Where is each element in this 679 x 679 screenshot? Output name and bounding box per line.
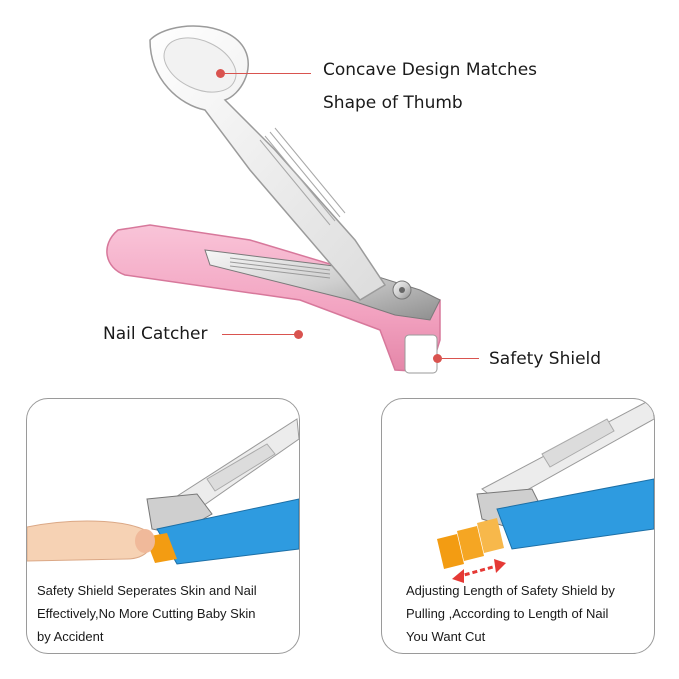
right-panel-line1: Adjusting Length of Safety Shield by: [406, 583, 615, 598]
concave-callout-line1: Concave Design Matches: [323, 60, 538, 80]
concave-callout-line: [225, 73, 311, 74]
white-lever: [149, 25, 387, 301]
left-feature-panel: Safety Shield Seperates Skin and Nail Ef…: [26, 398, 300, 654]
left-panel-line3: by Accident: [37, 629, 104, 644]
safety-shield-callout-dot: [433, 354, 442, 363]
nail-catcher-callout-line: [222, 334, 295, 335]
concave-callout-line2: Shape of Thumb: [323, 93, 463, 113]
right-panel-description: Adjusting Length of Safety Shield by Pul…: [406, 579, 615, 648]
adjust-shield-illustration: [437, 399, 654, 583]
safety-shield-label: Safety Shield: [489, 349, 602, 369]
right-panel-line2: Pulling ,According to Length of Nail: [406, 606, 609, 621]
safety-shield-callout-line: [442, 358, 479, 359]
right-feature-panel: Adjusting Length of Safety Shield by Pul…: [381, 398, 655, 654]
finger-clipper-illustration: [27, 418, 299, 565]
nail-clipper-illustration: [106, 25, 441, 374]
left-panel-line2: Effectively,No More Cutting Baby Skin: [37, 606, 256, 621]
left-panel-description: Safety Shield Seperates Skin and Nail Ef…: [37, 579, 257, 648]
right-panel-line3: You Want Cut: [406, 629, 486, 644]
left-panel-line1: Safety Shield Seperates Skin and Nail: [37, 583, 257, 598]
nail-catcher-label: Nail Catcher: [103, 324, 208, 344]
concave-callout-dot: [216, 69, 225, 78]
nail-catcher-callout-dot: [294, 330, 303, 339]
